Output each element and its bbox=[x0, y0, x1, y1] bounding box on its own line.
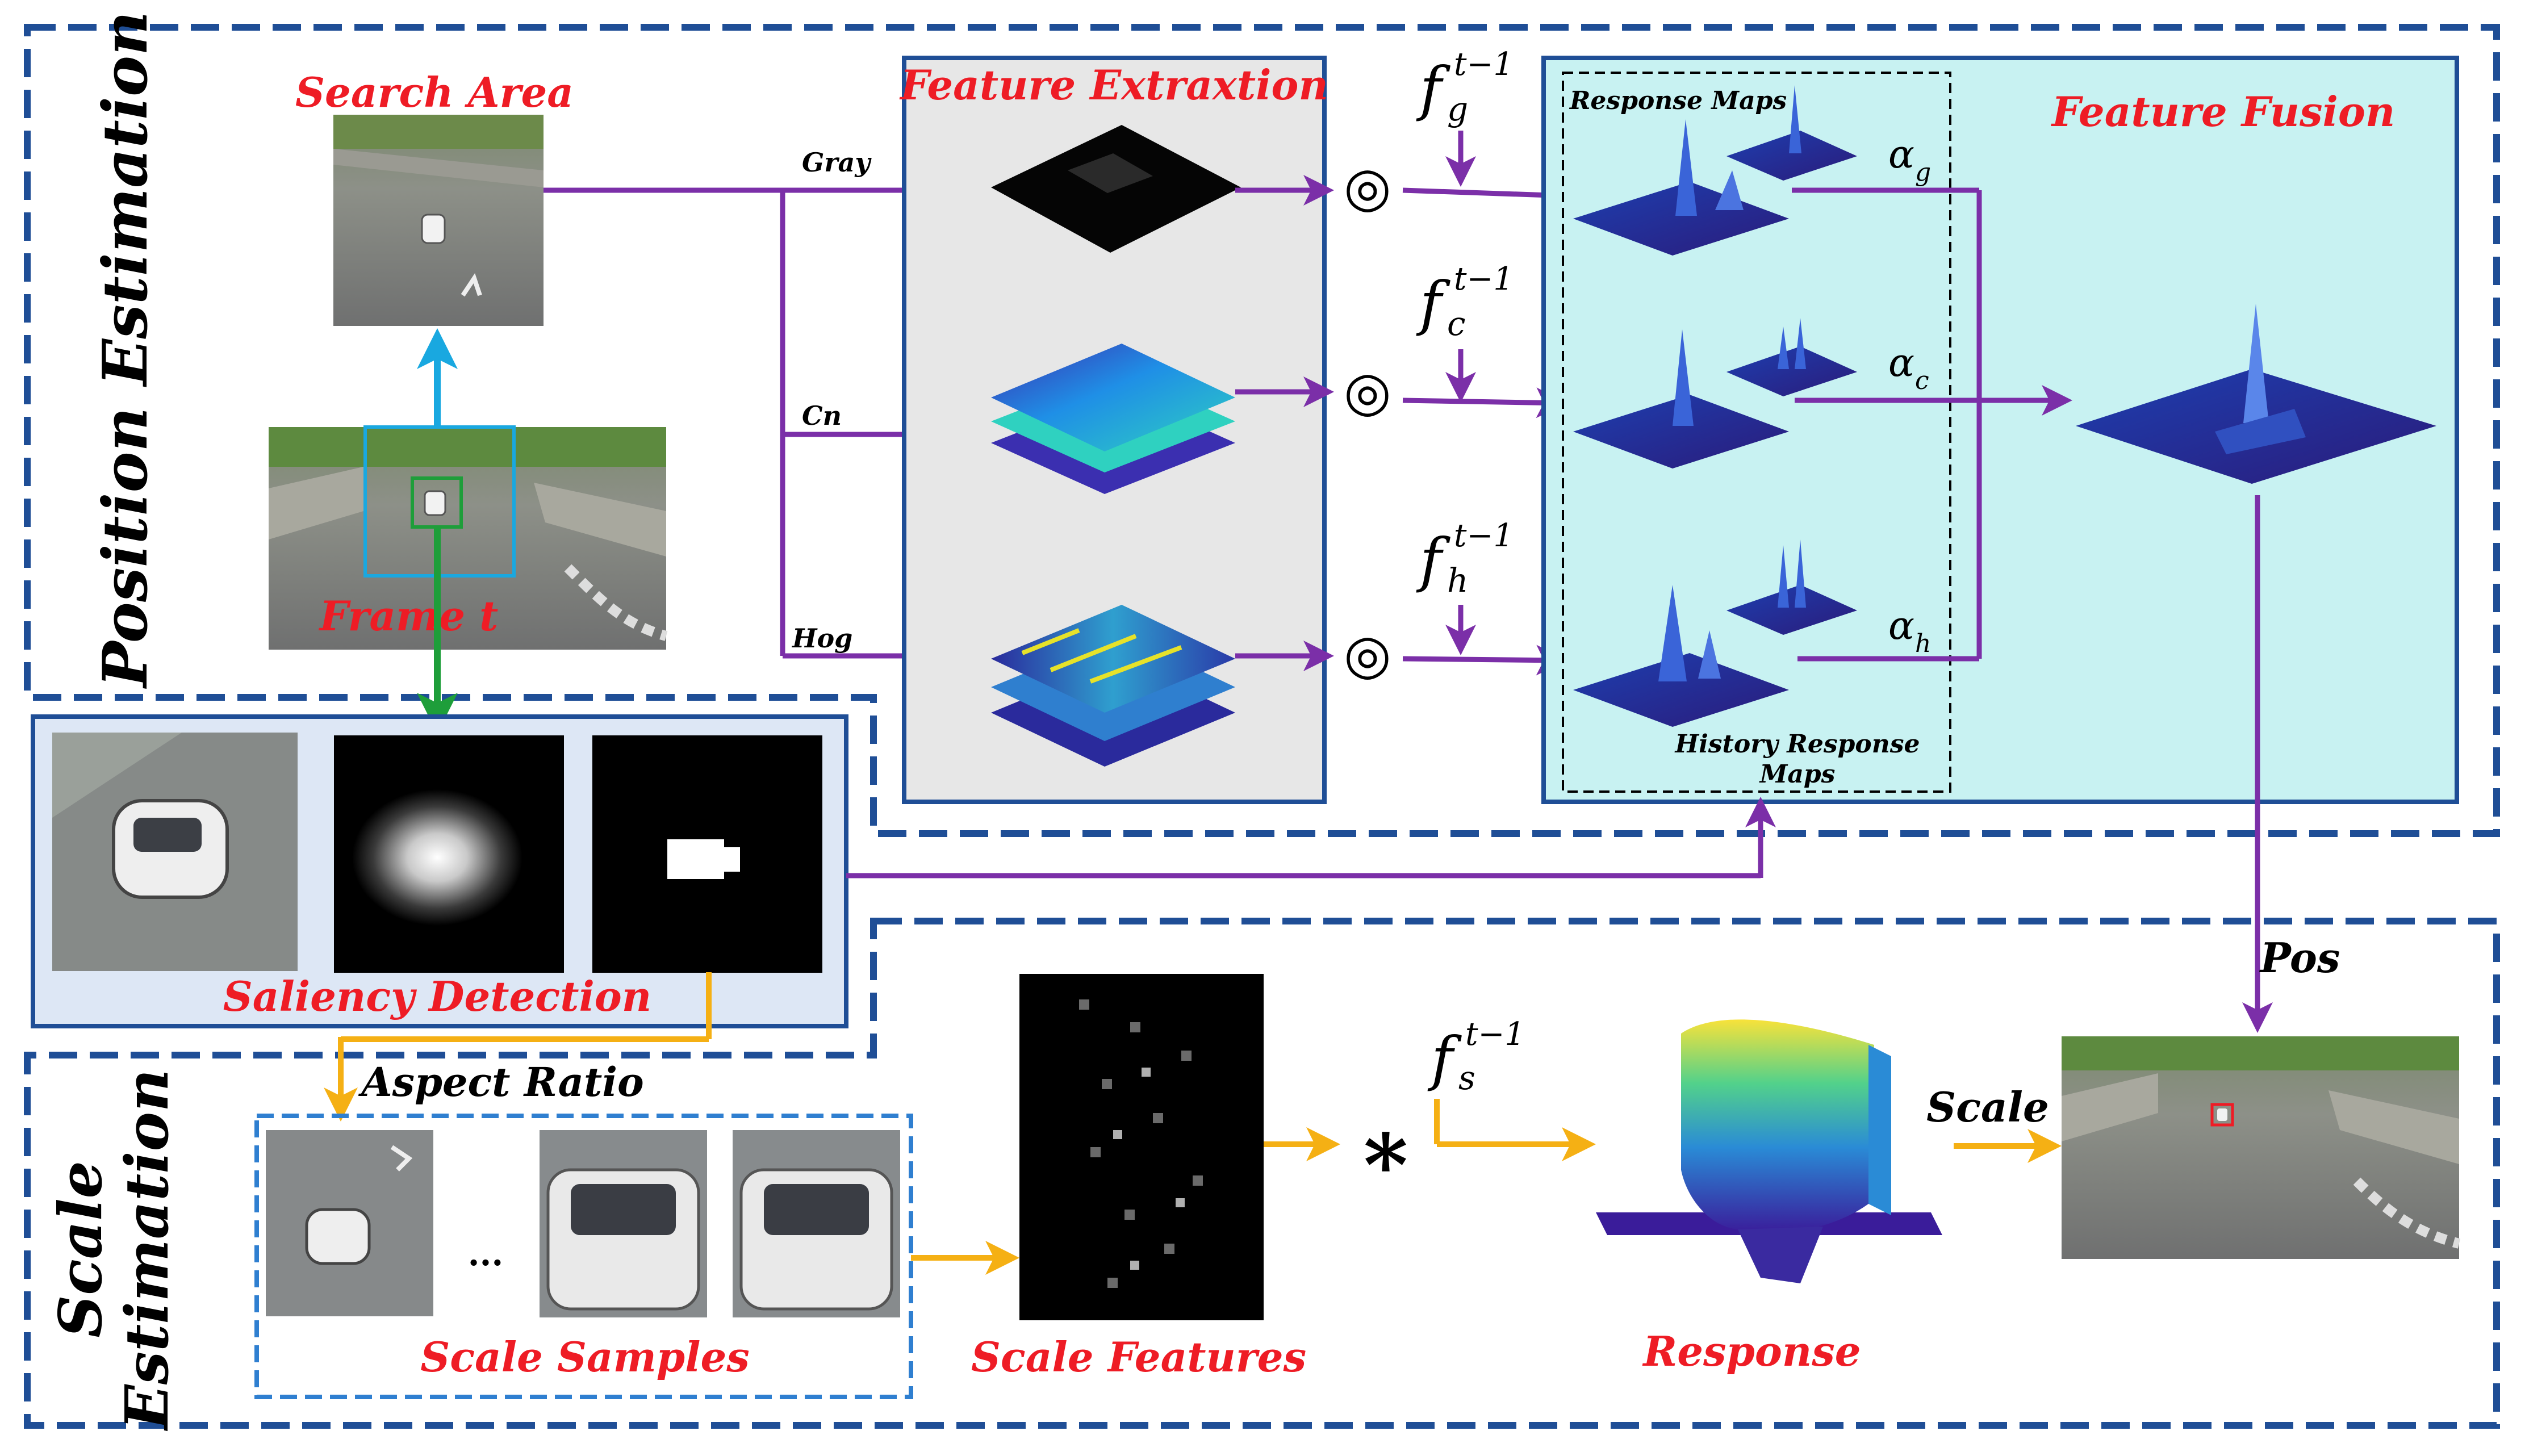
filter-c-sup: t−1 bbox=[1454, 261, 1514, 298]
channel-label-gray: Gray bbox=[802, 147, 872, 178]
weight-alpha-g: α g bbox=[1888, 132, 1931, 187]
filter-g: f t−1 g bbox=[1416, 46, 1514, 128]
saliency-input-image bbox=[52, 733, 298, 971]
hog-feature-map bbox=[991, 605, 1235, 767]
aspect-ratio-arrow bbox=[324, 972, 712, 1122]
response-maps-label: Response Maps bbox=[1569, 86, 1787, 115]
output-frame-image bbox=[2062, 1036, 2461, 1259]
correlation-operator-hog: ◎ bbox=[1344, 622, 1391, 686]
channel-label-cn: Cn bbox=[802, 400, 842, 431]
scale-samples-box bbox=[254, 1114, 913, 1399]
scale-sample-1 bbox=[266, 1130, 433, 1316]
fusion-routing-lines bbox=[1792, 187, 1982, 662]
channel-label-hog: Hog bbox=[791, 623, 852, 654]
search-area-label: Search Area bbox=[295, 68, 574, 116]
frame-t-label: Frame t bbox=[319, 592, 499, 640]
history-response-maps-label-line2: Maps bbox=[1759, 760, 1836, 789]
position-estimation-title: Position Estimation bbox=[90, 11, 161, 689]
saliency-map-image bbox=[334, 735, 564, 973]
filter-s-base: f bbox=[1427, 1024, 1462, 1093]
correlation-operator-cn: ◎ bbox=[1344, 359, 1391, 423]
scale-sample-2 bbox=[540, 1130, 707, 1317]
weight-alpha-c: α c bbox=[1888, 341, 1929, 395]
position-estimation-frame bbox=[24, 24, 2500, 837]
gray-response-surface bbox=[1573, 85, 1857, 256]
filter-c-base: f bbox=[1416, 269, 1450, 338]
weight-alpha-h-symbol: α bbox=[1888, 604, 1914, 648]
filter-h-sup: t−1 bbox=[1454, 517, 1514, 554]
saliency-mask-image bbox=[592, 735, 822, 973]
pos-label: Pos bbox=[2259, 934, 2340, 982]
saliency-detection-label: Saliency Detection bbox=[223, 972, 651, 1020]
scale-response-surface bbox=[1596, 1019, 1942, 1283]
scale-features-label: Scale Features bbox=[971, 1333, 1306, 1381]
weight-alpha-h-sub: h bbox=[1915, 629, 1931, 658]
scale-label: Scale bbox=[1926, 1083, 2049, 1131]
aspect-ratio-label: Aspect Ratio bbox=[358, 1058, 643, 1106]
response-label: Response bbox=[1642, 1327, 1861, 1375]
history-response-maps-box bbox=[1562, 72, 1951, 793]
scale-samples-ellipsis: ... bbox=[468, 1234, 504, 1274]
search-area-image bbox=[333, 115, 544, 326]
cn-feature-map bbox=[991, 344, 1235, 494]
scale-sample-3 bbox=[733, 1130, 900, 1317]
filter-g-base: f bbox=[1416, 54, 1450, 123]
filter-h-base: f bbox=[1416, 525, 1450, 595]
frame-t-image bbox=[269, 425, 668, 650]
convolution-operator: ∗ bbox=[1356, 1099, 1415, 1199]
correlation-operator-gray: ◎ bbox=[1344, 155, 1391, 219]
scale-filter-arrows bbox=[1434, 1099, 1596, 1161]
fused-response-surface bbox=[2076, 304, 2436, 484]
weight-alpha-g-symbol: α bbox=[1888, 132, 1914, 177]
feature-extraction-title: Feature Extraxtion bbox=[899, 61, 1328, 109]
weight-alpha-c-sub: c bbox=[1915, 366, 1929, 395]
scale-samples-label: Scale Samples bbox=[420, 1333, 750, 1381]
filter-h-sub: h bbox=[1447, 561, 1468, 600]
hog-response-arrow bbox=[1402, 645, 1567, 676]
scale-estimation-frame bbox=[24, 918, 2500, 1429]
weight-alpha-c-symbol: α bbox=[1888, 341, 1914, 386]
feature-fusion-title: Feature Fusion bbox=[2051, 87, 2396, 136]
filter-g-sup: t−1 bbox=[1454, 46, 1514, 83]
history-response-maps-label-line1: History Response bbox=[1674, 730, 1920, 759]
filter-s-sup: t−1 bbox=[1465, 1016, 1525, 1053]
weight-alpha-g-sub: g bbox=[1915, 158, 1931, 187]
channel-routing-lines bbox=[544, 187, 785, 656]
filter-g-sub: g bbox=[1447, 90, 1468, 128]
scale-estimation-title-line2: Estimation bbox=[112, 1069, 182, 1431]
filter-s-sub: s bbox=[1458, 1058, 1475, 1097]
gray-feature-map bbox=[991, 125, 1241, 253]
weight-alpha-h: α h bbox=[1888, 604, 1931, 658]
filter-s: f t−1 s bbox=[1427, 1016, 1525, 1097]
scale-features-image bbox=[1019, 974, 1264, 1320]
filter-h: f t−1 h bbox=[1416, 517, 1514, 600]
filter-c: f t−1 c bbox=[1416, 261, 1514, 343]
scale-estimation-title-line1: Scale bbox=[45, 1161, 115, 1338]
hog-response-surface bbox=[1573, 539, 1857, 727]
cn-response-surface bbox=[1573, 318, 1857, 468]
cn-response-arrow bbox=[1402, 387, 1567, 419]
saliency-to-history-arrow bbox=[846, 797, 1776, 878]
filter-c-sub: c bbox=[1447, 304, 1465, 343]
gray-response-arrow bbox=[1402, 179, 1573, 211]
